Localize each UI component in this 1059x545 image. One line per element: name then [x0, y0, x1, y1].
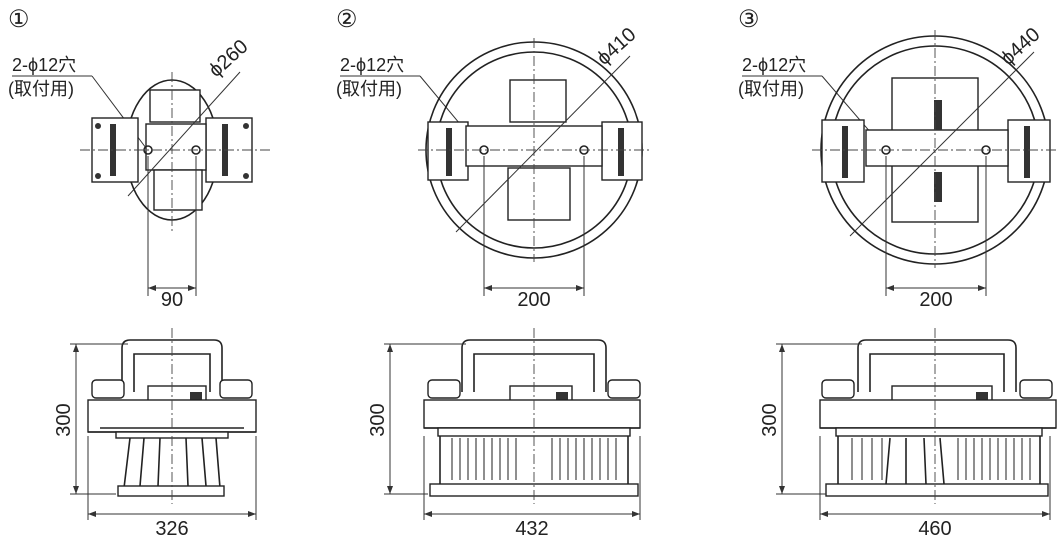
variant-1-hole-label: 2-ϕ12穴 — [12, 55, 76, 75]
variant-2-hole-purpose: (取付用) — [336, 79, 402, 99]
variant-3-side-view: 300 460 — [759, 328, 1057, 540]
variant-3-hole-label: 2-ϕ12穴 — [742, 55, 806, 75]
variant-2-height: 300 — [367, 403, 389, 436]
variant-1-side-view: 300 326 — [53, 328, 257, 540]
variant-1-height: 300 — [53, 403, 75, 436]
variant-3-width: 460 — [918, 518, 951, 540]
variant-2-hole-span: 200 — [517, 289, 550, 311]
variant-3-diameter: ϕ440 — [997, 24, 1045, 70]
variant-2-width: 432 — [515, 518, 548, 540]
variant-2-hole-label: 2-ϕ12穴 — [340, 55, 404, 75]
variant-1-hole-span: 90 — [161, 289, 183, 311]
variant-1: ① 2-ϕ12穴 (取付用) ϕ260 90 — [8, 6, 270, 540]
variant-2-number: ② — [336, 6, 358, 33]
variant-3-height: 300 — [759, 403, 781, 436]
variant-1-width: 326 — [155, 518, 188, 540]
variant-2: ② 2-ϕ12穴 (取付用) ϕ410 200 — [336, 6, 652, 540]
variant-2-top-view: ϕ410 200 — [418, 24, 652, 311]
variant-1-diameter: ϕ260 — [205, 36, 253, 82]
variant-1-top-view: ϕ260 90 — [80, 36, 270, 311]
variant-3-hole-span: 200 — [919, 289, 952, 311]
variant-1-number: ① — [8, 6, 30, 33]
variant-2-side-view: 300 432 — [367, 328, 641, 540]
variant-2-diameter: ϕ410 — [593, 24, 641, 70]
variant-3-hole-purpose: (取付用) — [738, 79, 804, 99]
variant-3-top-view: ϕ440 200 — [812, 24, 1058, 311]
variant-3: ③ 2-ϕ12穴 (取付用) ϕ440 200 — [738, 6, 1058, 540]
variant-3-number: ③ — [738, 6, 760, 33]
variant-1-hole-purpose: (取付用) — [8, 79, 74, 99]
